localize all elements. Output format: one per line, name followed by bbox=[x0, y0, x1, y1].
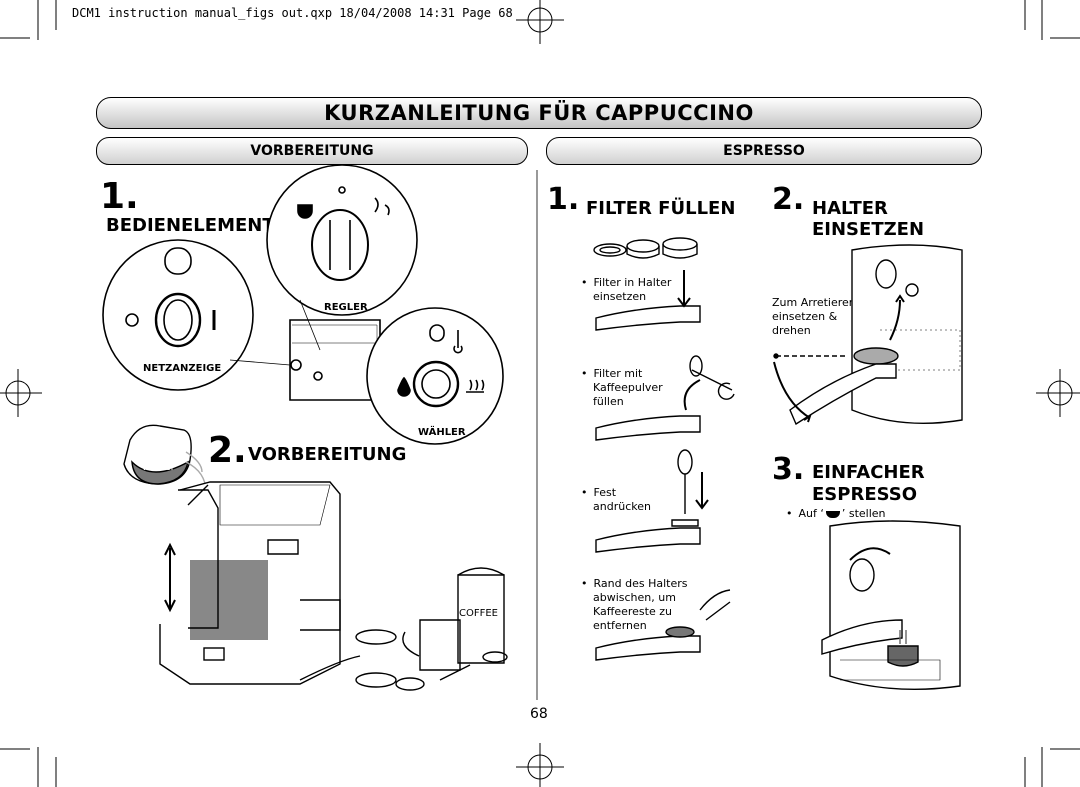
halter-step-number: 2. bbox=[772, 182, 805, 217]
filter-instruction-4: Rand des Halters abwischen, um Kaffeeres… bbox=[581, 577, 687, 633]
step2-title: VORBEREITUNG bbox=[248, 444, 407, 465]
espresso-title-line2: ESPRESSO bbox=[812, 484, 918, 505]
step2-number: 2. bbox=[208, 430, 247, 471]
step1-title: BEDIENELEMENTE bbox=[106, 215, 287, 236]
espresso-title-line1: EINFACHER bbox=[812, 462, 925, 483]
steam-icon bbox=[466, 379, 485, 393]
print-slug: DCM1 instruction manual_figs out.qxp 18/… bbox=[72, 6, 513, 20]
filter-step-number: 1. bbox=[547, 182, 580, 217]
label-wasser: Wasser bbox=[142, 463, 175, 473]
label-coffee: COFFEE bbox=[459, 608, 498, 619]
page-title: KURZANLEITUNG FÜR CAPPUCCINO bbox=[96, 97, 982, 129]
filter-instruction-2: Filter mit Kaffeepulver füllen bbox=[581, 367, 663, 409]
page-number: 68 bbox=[530, 706, 548, 722]
halter-instruction: Zum Arretieren einsetzen & drehen bbox=[772, 296, 856, 337]
label-waehler: WÄHLER bbox=[418, 427, 466, 438]
label-regler: REGLER bbox=[324, 302, 368, 313]
section-header-espresso: ESPRESSO bbox=[546, 137, 982, 165]
step1-number: 1. bbox=[100, 176, 139, 217]
section-header-vorbereitung: VORBEREITUNG bbox=[96, 137, 528, 165]
cup-icon bbox=[825, 510, 840, 518]
espresso-instruction: Auf ‘’ stellen bbox=[786, 507, 886, 521]
water-drop-icon bbox=[397, 376, 411, 397]
halter-title-line1: HALTER bbox=[812, 198, 888, 219]
filter-step-title: FILTER FÜLLEN bbox=[586, 198, 736, 219]
power-icon bbox=[125, 313, 139, 327]
arrow-icon bbox=[849, 547, 891, 561]
label-netzanzeige: NETZANZEIGE bbox=[143, 363, 222, 374]
espresso-step-number: 3. bbox=[772, 452, 805, 487]
filter-instruction-1: Filter in Halter einsetzen bbox=[581, 276, 671, 304]
halter-title-line2: EINSETZEN bbox=[812, 219, 925, 240]
filter-instruction-3: Fest andrücken bbox=[581, 486, 651, 514]
